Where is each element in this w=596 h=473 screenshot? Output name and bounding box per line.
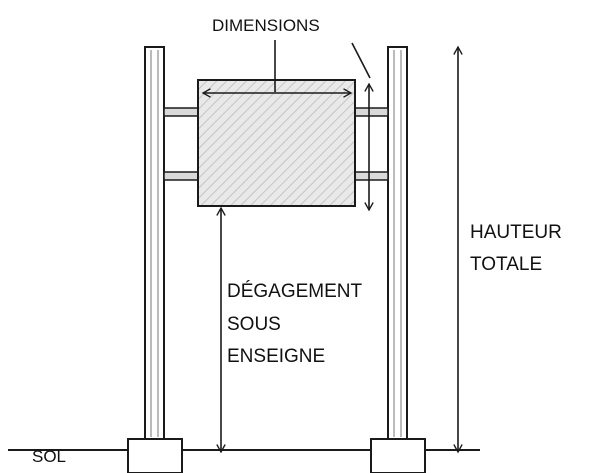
- ground-label: SOL: [32, 447, 66, 466]
- clearance-label-line2: SOUS: [227, 314, 281, 335]
- dimensions-label: DIMENSIONS: [212, 16, 320, 35]
- total-height-label-line1: HAUTEUR: [470, 222, 562, 243]
- right-post: [387, 46, 408, 440]
- dimensions-leader-right: [351, 42, 371, 79]
- total-height-label-line2: TOTALE: [470, 254, 542, 275]
- clearance-label-line1: DÉGAGEMENT: [227, 281, 363, 302]
- right-footing: [370, 438, 426, 473]
- left-post: [144, 46, 165, 440]
- sign-panel: [197, 79, 356, 207]
- left-footing: [127, 438, 183, 473]
- clearance-label-line3: ENSEIGNE: [227, 346, 325, 367]
